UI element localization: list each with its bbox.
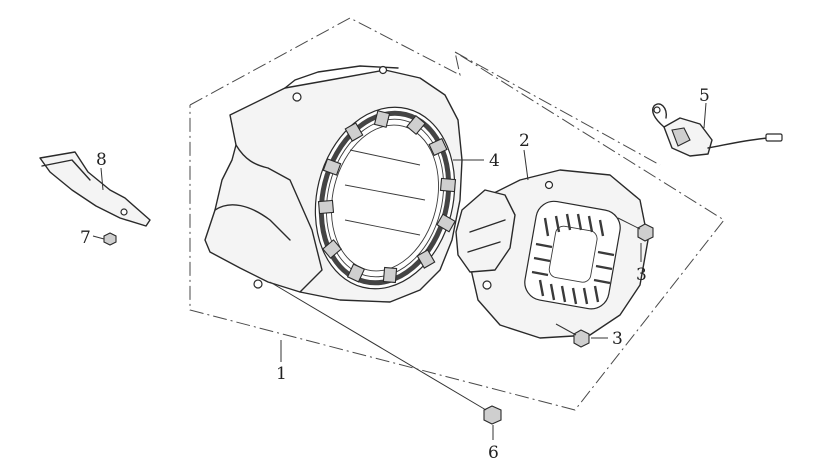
callout-4: 4 [489, 151, 500, 171]
mounting-hole [482, 280, 492, 290]
mounting-hole [253, 279, 263, 289]
leader-2 [523, 149, 529, 181]
bolt-3b [555, 323, 590, 348]
bolt-3a [617, 217, 654, 242]
callout-2: 2 [519, 131, 530, 151]
mounting-hole [378, 65, 388, 75]
callout-3a: 3 [636, 265, 647, 285]
mounting-hole [653, 106, 661, 114]
callout-6: 6 [488, 443, 499, 463]
callout-8: 8 [96, 150, 107, 170]
screw-7 [92, 232, 117, 246]
mounting-hole [544, 180, 554, 190]
assembly-boundary-outer [189, 17, 725, 411]
mounting-hole [120, 208, 128, 216]
wire-connector [765, 133, 783, 142]
fan-shroud [204, 65, 463, 303]
deflector-plate [39, 151, 151, 227]
assembly-boundary-inner [454, 51, 661, 166]
callout-7: 7 [80, 228, 91, 248]
callout-1: 1 [276, 364, 287, 384]
callout-3b: 3 [612, 329, 623, 349]
leader-8 [100, 167, 104, 191]
seal-ring [317, 110, 457, 286]
callout-5: 5 [699, 86, 710, 106]
bolt-6 [269, 281, 502, 425]
recoil-starter [455, 169, 649, 339]
mounting-hole [292, 92, 302, 102]
ring-tabs [317, 110, 457, 284]
sensor-switch [652, 102, 783, 157]
vent-slots [531, 213, 615, 305]
